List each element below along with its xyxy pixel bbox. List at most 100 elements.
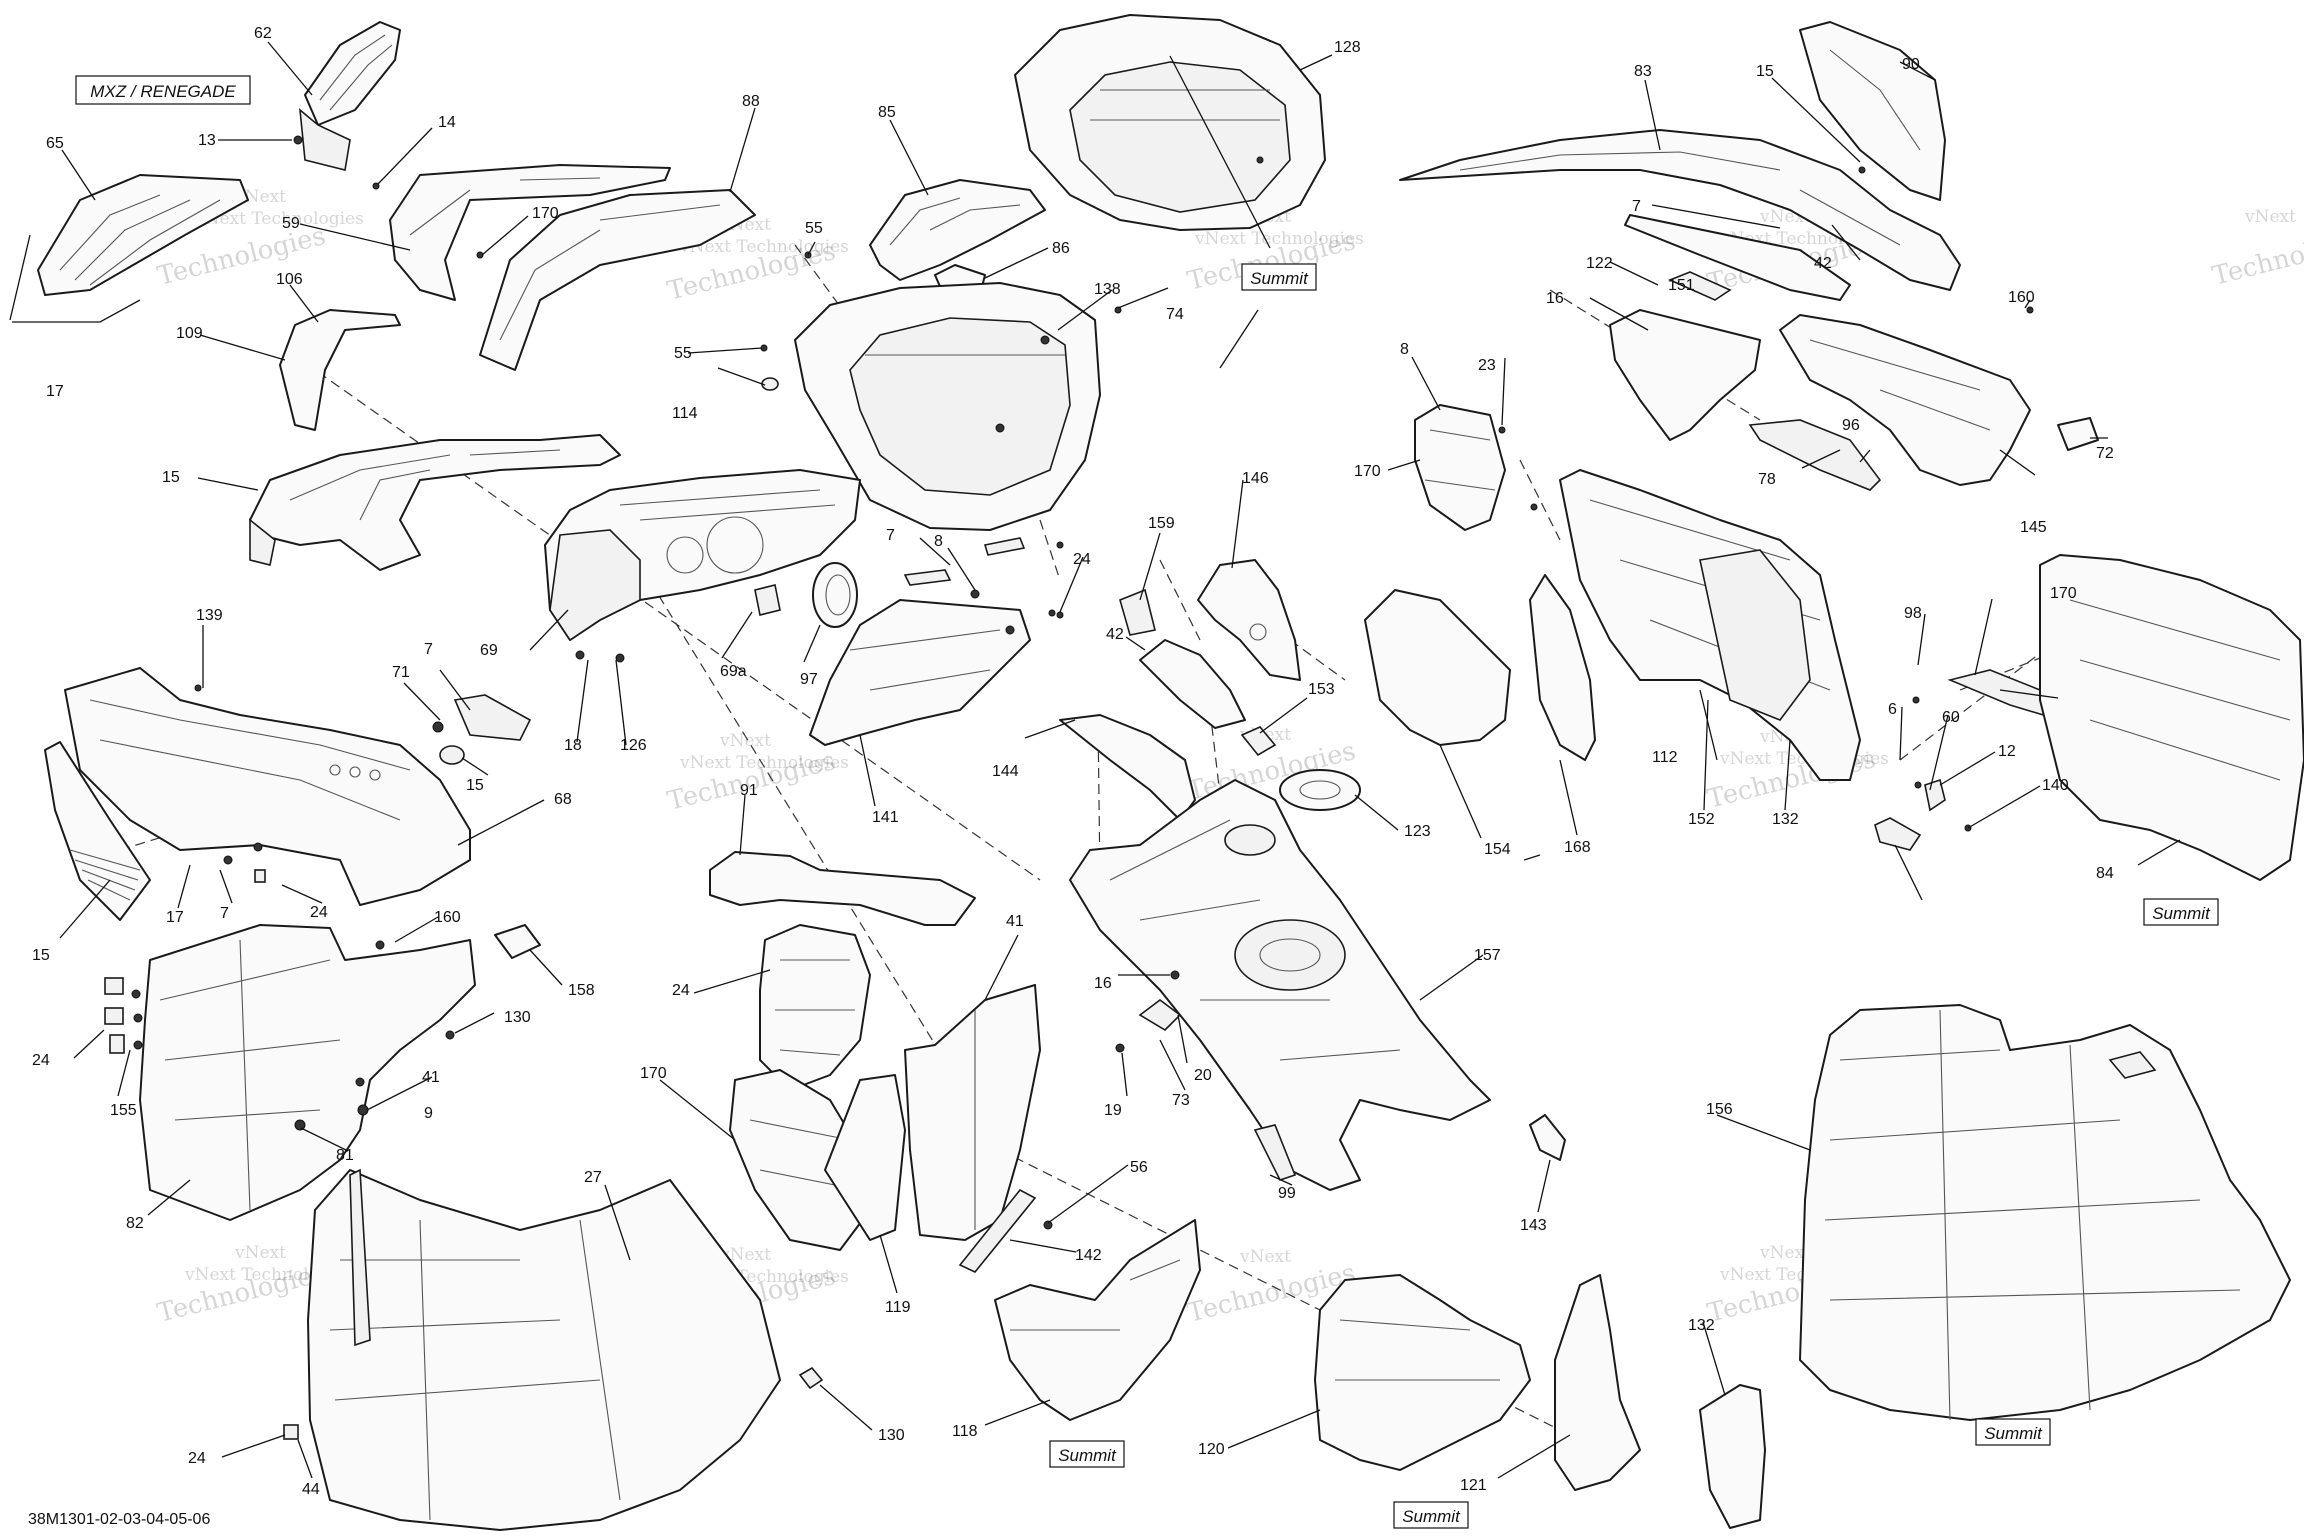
part-106-bracket	[279, 309, 401, 431]
part-156-duct	[824, 1074, 906, 1241]
callout: 62	[254, 25, 272, 42]
callout: 65	[46, 135, 64, 152]
callout: 15	[162, 469, 180, 486]
watermark: vNext Technologies	[2209, 207, 2304, 292]
model-tag: MXZ / RENEGADE	[75, 75, 251, 105]
callout: 82	[126, 1215, 144, 1232]
part-56-strap	[958, 1188, 1037, 1273]
callout-labels: 62 65 13 14 88 85 128 83 15 90 59 170 55…	[32, 25, 2114, 1498]
callout: 16	[1546, 290, 1564, 307]
callout: 144	[992, 763, 1019, 780]
variant-tag: Summit	[1241, 263, 1317, 291]
callout: 154	[1484, 841, 1511, 858]
callout: 20	[1194, 1067, 1212, 1084]
callout: 132	[1688, 1317, 1715, 1334]
callout: 6	[1888, 701, 1897, 718]
variant-tag: Summit	[1393, 1501, 1469, 1529]
part-91-vent	[44, 741, 151, 921]
leader-lines	[59, 41, 2181, 1479]
callout: 106	[276, 271, 303, 288]
callout: 139	[196, 607, 223, 624]
part-59-cover	[389, 164, 671, 301]
callout: 130	[504, 1009, 531, 1026]
callout: 85	[878, 104, 896, 121]
callout: 68	[554, 791, 572, 808]
part-84-side-panel	[64, 667, 471, 906]
watermark-line-1: vNext	[719, 1245, 771, 1265]
callout: 123	[1404, 823, 1431, 840]
callout: 15	[466, 777, 484, 794]
callout: 13	[198, 132, 216, 149]
callout: 41	[422, 1069, 440, 1086]
diagram-reference-number: 38M1301-02-03-04-05-06	[28, 1511, 210, 1528]
callout: 90	[1902, 56, 1920, 73]
callout: 128	[1334, 39, 1361, 56]
variant-tag-text: Summit	[1984, 1424, 2043, 1443]
callout: 73	[1172, 1092, 1190, 1109]
callout: 24	[310, 904, 328, 921]
part-120-duct	[1554, 1274, 1641, 1491]
callout: 60	[1942, 709, 1960, 726]
part-99-rear-body	[1799, 1004, 2291, 1421]
watermark-line-1: vNext	[234, 1243, 286, 1263]
watermark-line-1: vNext	[719, 731, 771, 751]
part-123-foam	[709, 851, 976, 926]
callout: 7	[886, 527, 895, 544]
watermark-line-1: vNext	[1759, 1243, 1811, 1263]
part-85-cap	[869, 179, 1046, 281]
callout: 155	[110, 1102, 137, 1119]
callout: 8	[934, 533, 943, 550]
callout: 130	[878, 1427, 905, 1444]
part-154-panel	[1529, 574, 1596, 761]
callout: 152	[1688, 811, 1715, 828]
callout: 126	[620, 737, 647, 754]
callout: 96	[1842, 417, 1860, 434]
variant-tag: Summit	[1975, 1418, 2051, 1446]
fasteners	[104, 135, 2034, 1440]
callout: 14	[438, 114, 456, 131]
callout: 41	[1006, 913, 1024, 930]
callout: 88	[742, 93, 760, 110]
part-144-bracket	[1240, 726, 1277, 757]
callout: 118	[952, 1423, 978, 1440]
part-128-bezel	[1014, 14, 1326, 231]
part-146-strip	[903, 537, 1026, 586]
model-tag-text: MXZ / RENEGADE	[90, 82, 236, 101]
callout: 72	[2096, 445, 2114, 462]
callout: 170	[2050, 585, 2077, 602]
callout: 7	[220, 905, 229, 922]
part-158-baffle	[904, 984, 1041, 1241]
callout: 168	[1564, 839, 1591, 856]
callout: 16	[1094, 975, 1112, 992]
callout: 55	[674, 345, 692, 362]
callout: 56	[1130, 1159, 1148, 1176]
callout: 99	[1278, 1185, 1296, 1202]
variant-tag-text: Summit	[1058, 1446, 1117, 1465]
part-71-headlight	[544, 469, 861, 642]
watermark-line-1: vNext	[2244, 207, 2296, 227]
part-72-console	[249, 434, 621, 571]
part-159-bracket	[1197, 559, 1301, 681]
part-155-duct	[759, 924, 871, 1091]
callout: 74	[1166, 306, 1184, 323]
part-168-frame	[1559, 469, 1861, 781]
callout: 86	[1052, 240, 1070, 257]
callout: 55	[805, 220, 823, 237]
callout: 12	[1998, 743, 2016, 760]
callout: 42	[1106, 626, 1124, 643]
callout: 122	[1586, 255, 1613, 272]
callout: 97	[800, 671, 818, 688]
part-88-panel	[479, 189, 756, 371]
callout: 91	[740, 782, 758, 799]
variant-tag-text: Summit	[2152, 904, 2211, 923]
watermark-line-3: vNext Technologies	[1194, 229, 1364, 249]
callout: 24	[188, 1450, 206, 1467]
callout: 143	[1520, 1217, 1547, 1234]
callout: 170	[1354, 463, 1381, 480]
callout: 59	[282, 215, 300, 232]
callout: 146	[1242, 470, 1269, 487]
parts-layer	[9, 14, 2304, 1531]
part-62-lens	[299, 21, 401, 171]
